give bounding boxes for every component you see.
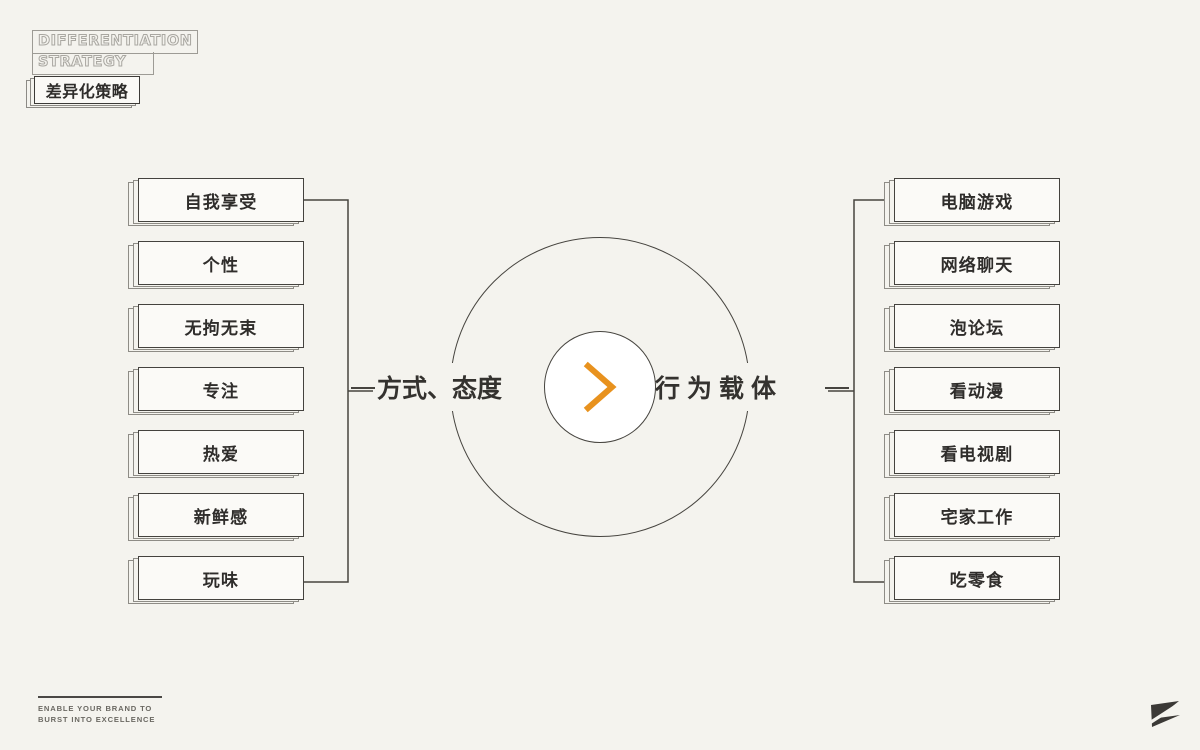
card-front[interactable]: 新鲜感 (138, 493, 304, 537)
card-label: 新鲜感 (193, 507, 249, 528)
card-label: 无拘无束 (184, 318, 258, 339)
z-logo-mark-icon (1146, 694, 1184, 734)
center-diagram: 方式、态度 行为载体 (351, 237, 849, 553)
card-front[interactable]: 专注 (138, 367, 304, 411)
card-front[interactable]: 看电视剧 (894, 430, 1060, 474)
chevron-right-icon (583, 361, 617, 413)
card-front[interactable]: 泡论坛 (894, 304, 1060, 348)
card-front[interactable]: 无拘无束 (138, 304, 304, 348)
card-front[interactable]: 吃零食 (894, 556, 1060, 600)
center-label-right: 行为载体 (655, 374, 784, 403)
footer-tagline: ENABLE YOUR BRAND TO BURST INTO EXCELLEN… (38, 703, 170, 725)
card-label: 吃零食 (949, 570, 1005, 591)
list-item[interactable]: 吃零食 (884, 556, 1066, 619)
card-front[interactable]: 看动漫 (894, 367, 1060, 411)
list-item[interactable]: 玩味 (128, 556, 310, 619)
inner-circle (544, 331, 656, 443)
card-label: 看动漫 (949, 381, 1005, 402)
list-item[interactable]: 泡论坛 (884, 304, 1066, 367)
left-card-column: 自我享受 个性 无拘无束 专注 (128, 178, 310, 619)
list-item[interactable]: 热爱 (128, 430, 310, 493)
card-label: 电脑游戏 (940, 192, 1014, 213)
z-mark-svg (1147, 700, 1183, 727)
card-label: 宅家工作 (940, 507, 1014, 528)
list-item[interactable]: 无拘无束 (128, 304, 310, 367)
brand-logo: DIFFERENTIATION STRATEGY 差异化策略 (26, 26, 206, 108)
left-connector-dash (351, 387, 375, 389)
card-label: 看电视剧 (940, 444, 1014, 465)
card-label: 自我享受 (184, 192, 258, 213)
card-label: 专注 (202, 381, 240, 402)
left-bracket-connector (304, 178, 374, 604)
right-bracket-svg (828, 199, 898, 583)
list-item[interactable]: 个性 (128, 241, 310, 304)
logo-chinese-badge: 差异化策略 (26, 76, 146, 108)
footer-divider (38, 696, 162, 698)
left-bracket-svg (304, 199, 374, 583)
footer-tagline-line-1: ENABLE YOUR BRAND TO BURST (38, 703, 153, 724)
right-card-column: 电脑游戏 网络聊天 泡论坛 看动漫 (884, 178, 1066, 619)
card-label: 玩味 (202, 570, 240, 591)
ring-gap-mask-left (373, 363, 503, 411)
right-connector-dash (825, 387, 849, 389)
footer-tagline-block: ENABLE YOUR BRAND TO BURST INTO EXCELLEN… (38, 696, 268, 725)
logo-english-line-1: DIFFERENTIATION (32, 30, 199, 54)
card-front[interactable]: 热爱 (138, 430, 304, 474)
card-front[interactable]: 个性 (138, 241, 304, 285)
card-label: 泡论坛 (949, 318, 1005, 339)
list-item[interactable]: 看动漫 (884, 367, 1066, 430)
ring-gap-mask-right (651, 363, 811, 411)
list-item[interactable]: 自我享受 (128, 178, 310, 241)
card-front[interactable]: 玩味 (138, 556, 304, 600)
logo-english-line-2: STRATEGY (32, 52, 154, 75)
list-item[interactable]: 新鲜感 (128, 493, 310, 556)
card-label: 个性 (202, 255, 240, 276)
card-front[interactable]: 网络聊天 (894, 241, 1060, 285)
list-item[interactable]: 网络聊天 (884, 241, 1066, 304)
list-item[interactable]: 专注 (128, 367, 310, 430)
footer-tagline-line-2: INTO EXCELLENCE (71, 714, 156, 724)
card-label: 网络聊天 (940, 255, 1014, 276)
list-item[interactable]: 电脑游戏 (884, 178, 1066, 241)
list-item[interactable]: 看电视剧 (884, 430, 1066, 493)
logo-chinese-label: 差异化策略 (34, 76, 140, 104)
card-front[interactable]: 宅家工作 (894, 493, 1060, 537)
card-front[interactable]: 电脑游戏 (894, 178, 1060, 222)
card-label: 热爱 (202, 444, 240, 465)
right-bracket-connector (828, 178, 898, 604)
list-item[interactable]: 宅家工作 (884, 493, 1066, 556)
center-label-left: 方式、态度 (377, 374, 503, 403)
card-front[interactable]: 自我享受 (138, 178, 304, 222)
